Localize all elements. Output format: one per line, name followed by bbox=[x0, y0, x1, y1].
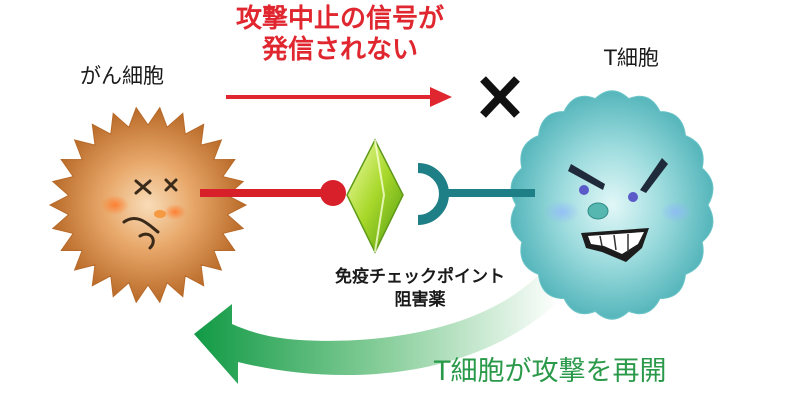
drug-label: 免疫チェックポイント 阻害薬 bbox=[325, 266, 515, 312]
attack-arrow bbox=[194, 268, 560, 384]
drug-diamond-icon bbox=[346, 138, 404, 254]
pd-l1-ligand bbox=[200, 180, 346, 206]
t-cell-label: T細胞 bbox=[604, 46, 659, 70]
pd-1-receptor bbox=[417, 163, 535, 225]
signal-arrow bbox=[226, 87, 452, 107]
t-cell-icon bbox=[510, 90, 714, 320]
attack-resumes-label: T細胞が攻撃を再開 bbox=[434, 356, 667, 387]
cross-mark-icon bbox=[480, 76, 520, 118]
signal-label-line1: 攻撃中止の信号が bbox=[235, 4, 444, 34]
signal-label: 攻撃中止の信号が 発信されない bbox=[200, 4, 480, 66]
cancer-cell-label: がん細胞 bbox=[80, 64, 164, 88]
drug-label-line2: 阻害薬 bbox=[394, 289, 446, 310]
signal-label-line2: 発信されない bbox=[261, 35, 418, 66]
drug-label-line1: 免疫チェックポイント bbox=[335, 267, 505, 287]
cancer-cell-icon bbox=[48, 106, 248, 304]
